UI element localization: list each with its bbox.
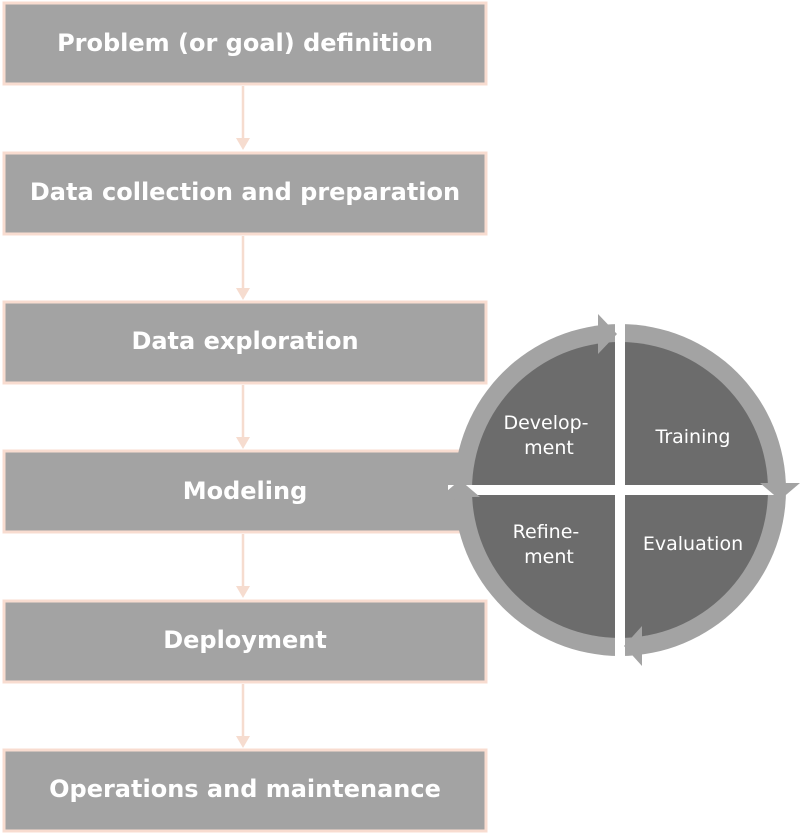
step-modeling: Modeling [2,449,488,534]
step-label: Problem (or goal) definition [57,29,433,57]
connector-arrow [236,385,250,449]
cycle-separator-horizontal [448,485,792,495]
connector-arrow [236,534,250,598]
connectors [236,86,250,748]
connector-arrow [236,684,250,748]
step-label: Data exploration [131,327,358,355]
connector-arrow [236,236,250,300]
cycle-label-refinement: Refine- ment [513,521,586,568]
process-steps: Problem (or goal) definition Data collec… [2,1,488,833]
step-data-collection: Data collection and preparation [2,151,488,236]
step-label: Data collection and preparation [30,178,460,206]
cycle-label-evaluation: Evaluation [643,533,743,555]
cycle-arrowhead [624,626,642,666]
cycle-label-training: Training [655,426,731,448]
step-label: Modeling [183,477,308,505]
step-operations-maintenance: Operations and maintenance [2,748,488,833]
step-data-exploration: Data exploration [2,300,488,385]
cycle-arrowhead [598,314,617,354]
step-deployment: Deployment [2,599,488,684]
connector-arrow [236,86,250,150]
cycle-arrowhead [760,483,800,500]
step-label: Operations and maintenance [49,775,441,803]
modeling-cycle: Develop- ment Training Evaluation Refine… [440,314,800,666]
cycle-label-development: Develop- ment [503,412,594,459]
step-problem-definition: Problem (or goal) definition [2,1,488,86]
step-label: Deployment [163,626,327,654]
cycle-arrowhead [440,480,480,497]
